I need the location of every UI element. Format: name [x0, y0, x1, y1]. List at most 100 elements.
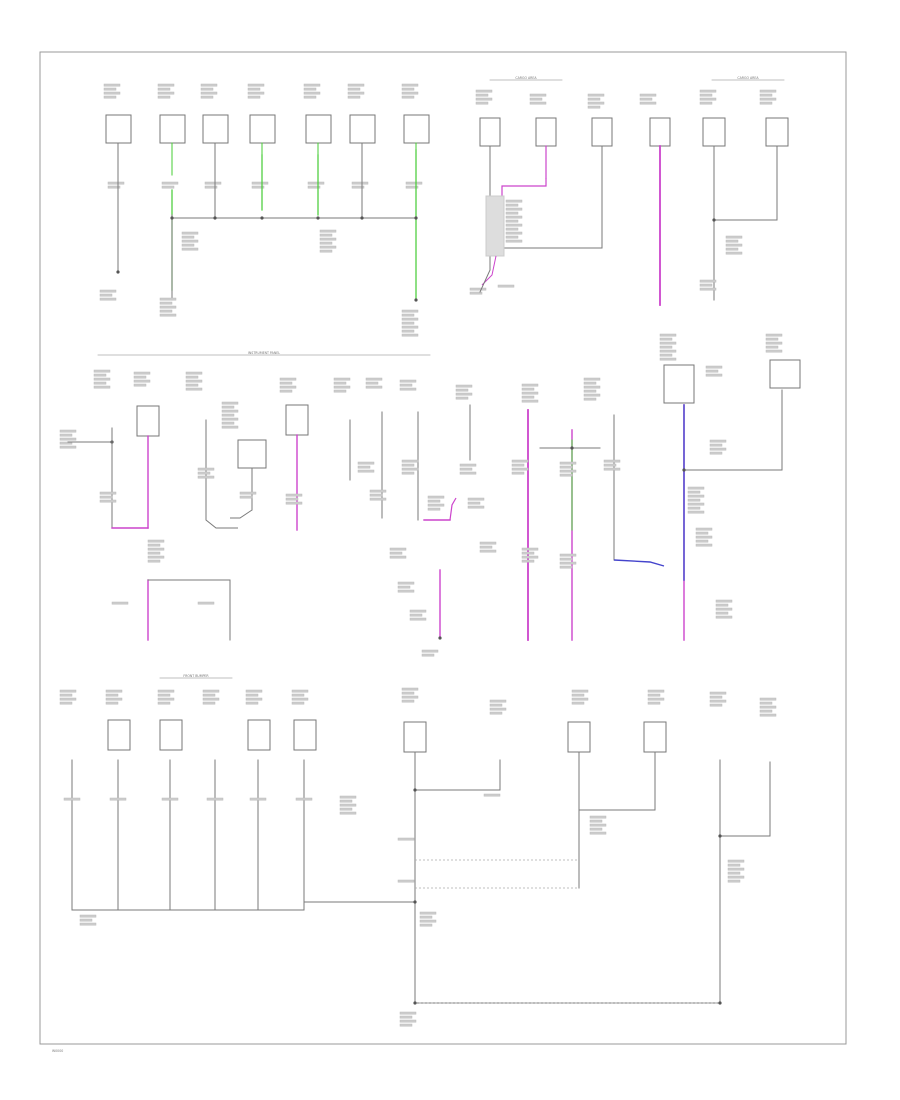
- text-smudge: [475, 89, 493, 93]
- text-smudge: [505, 207, 523, 211]
- text-smudge: [427, 507, 441, 511]
- text-smudge: [583, 397, 597, 401]
- text-smudge: [687, 490, 701, 494]
- text-smudge: [245, 693, 259, 697]
- text-smudge: [147, 551, 161, 555]
- text-smudge: [197, 467, 215, 471]
- text-smudge: [197, 475, 215, 479]
- text-smudge: [107, 181, 125, 185]
- text-smudge: [279, 377, 297, 381]
- text-smudge: [715, 615, 733, 619]
- component-box: [567, 721, 591, 753]
- text-smudge: [397, 879, 415, 883]
- text-smudge: [401, 699, 415, 703]
- text-smudge: [639, 101, 657, 105]
- text-smudge: [157, 95, 171, 99]
- text-smudge: [459, 463, 477, 467]
- text-smudge: [603, 463, 617, 467]
- text-smudge: [347, 95, 361, 99]
- text-smudge: [197, 601, 215, 605]
- text-smudge: [659, 337, 673, 341]
- text-smudge: [202, 697, 220, 701]
- text-smudge: [319, 237, 337, 241]
- text-smudge: [511, 471, 525, 475]
- text-smudge: [401, 83, 419, 87]
- wire-segment: [501, 178, 547, 196]
- text-smudge: [455, 392, 473, 396]
- text-smudge: [279, 389, 293, 393]
- text-smudge: [559, 561, 577, 565]
- component-box: [535, 117, 557, 147]
- text-smudge: [727, 879, 741, 883]
- text-smudge: [659, 349, 677, 353]
- text-smudge: [603, 467, 621, 471]
- text-smudge: [401, 321, 415, 325]
- text-smudge: [687, 498, 701, 502]
- text-smudge: [200, 91, 218, 95]
- text-smudge: [559, 461, 577, 465]
- text-smudge: [401, 87, 415, 91]
- text-smudge: [455, 384, 473, 388]
- component-box: [285, 404, 309, 436]
- text-smudge: [559, 465, 573, 469]
- text-smudge: [583, 389, 597, 393]
- text-smudge: [521, 391, 539, 395]
- text-smudge: [147, 559, 161, 563]
- text-smudge: [505, 199, 523, 203]
- component-box: [247, 719, 271, 751]
- text-smudge: [695, 535, 713, 539]
- text-smudge: [647, 701, 661, 705]
- text-smudge: [559, 557, 573, 561]
- text-smudge: [659, 341, 677, 345]
- text-smudge: [489, 699, 507, 703]
- text-smudge: [247, 91, 265, 95]
- text-smudge: [221, 425, 239, 429]
- text-smudge: [303, 91, 321, 95]
- text-smudge: [221, 417, 239, 421]
- text-smudge: [467, 505, 485, 509]
- text-smudge: [401, 313, 415, 317]
- text-smudge: [571, 693, 585, 697]
- text-smudge: [589, 827, 603, 831]
- text-smudge: [285, 493, 303, 497]
- component-box: [765, 117, 789, 147]
- text-smudge: [727, 859, 745, 863]
- text-smudge: [369, 497, 387, 501]
- text-smudge: [159, 301, 173, 305]
- text-smudge: [571, 701, 585, 705]
- text-smudge: [59, 429, 77, 433]
- text-smudge: [647, 697, 665, 701]
- text-smudge: [559, 469, 577, 473]
- splice-dot: [316, 216, 320, 220]
- text-smudge: [357, 469, 375, 473]
- text-smudge: [459, 467, 473, 471]
- text-smudge: [687, 502, 705, 506]
- text-smudge: [399, 383, 413, 387]
- text-smudge: [699, 283, 713, 287]
- text-smudge: [389, 555, 407, 559]
- text-smudge: [285, 501, 303, 505]
- text-smudge: [419, 911, 437, 915]
- text-smudge: [695, 531, 709, 535]
- text-smudge: [647, 689, 665, 693]
- text-smudge: [221, 413, 235, 417]
- text-smudge: [221, 401, 239, 405]
- text-smudge: [699, 101, 713, 105]
- text-smudge: [409, 609, 427, 613]
- wire-segment: [205, 505, 238, 529]
- text-smudge: [401, 463, 415, 467]
- text-smudge: [185, 379, 203, 383]
- text-smudge: [389, 547, 407, 551]
- component-box: [403, 114, 430, 144]
- text-smudge: [99, 491, 117, 495]
- text-smudge: [147, 555, 165, 559]
- text-smudge: [511, 459, 529, 463]
- text-smudge: [357, 465, 371, 469]
- wire-segment: [449, 497, 457, 521]
- text-smudge: [221, 405, 235, 409]
- text-smudge: [765, 349, 783, 353]
- text-smudge: [59, 701, 73, 705]
- text-smudge: [111, 601, 129, 605]
- component-box: [305, 114, 332, 144]
- text-smudge: [59, 445, 77, 449]
